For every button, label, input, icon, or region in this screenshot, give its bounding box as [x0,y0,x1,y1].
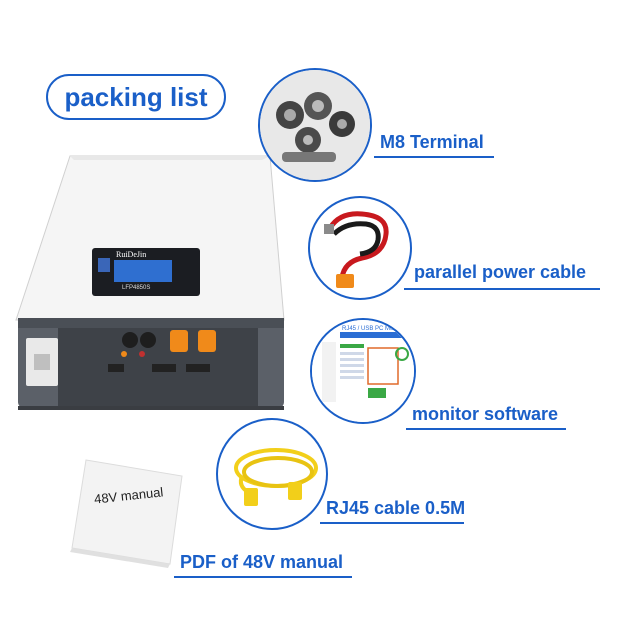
manual-icon [70,459,183,568]
power-cable-circle [308,196,412,300]
item-underline-power-cable [404,288,600,290]
battery-display-screen [98,258,110,272]
item-label-monitor-software: monitor software [412,404,559,424]
item-underline-rj45-cable [320,522,464,524]
battery-model: LFP4850S [122,285,151,291]
battery-brand: RuiDeJin [116,250,147,259]
battery-illustration [15,155,285,410]
battery-unit: RuiDeJin LFP4850S [12,150,312,420]
item-label-m8-terminal: M8 Terminal [380,132,484,152]
item-underline-monitor-software [406,428,566,430]
battery-display-panel: RuiDeJin LFP4850S [92,248,200,296]
battery-lcd [114,260,172,282]
power-cable-icon [324,211,389,288]
packing-list-title-text: packing list [64,81,208,112]
m8-terminal-icon [260,70,370,180]
item-label-power-cable: parallel power cable [414,262,587,282]
item-label-rj45-cable: RJ45 cable 0.5M [326,498,466,518]
packing-list-title: packing list [46,74,226,120]
item-underline-m8-terminal [374,156,494,158]
manual-booklet: 48V manual [64,456,192,568]
rj45-cable-icon [234,448,318,506]
item-label-manual: PDF of 48V manual [180,552,344,572]
software-header: RJ45 / USB PC Monitor [342,326,406,332]
item-underline-manual [174,576,352,578]
rj45-cable-circle [216,418,328,530]
monitor-software-icon [312,320,414,422]
monitor-software-circle: RJ45 / USB PC Monitor [310,318,416,424]
m8-terminal-circle [258,68,372,182]
